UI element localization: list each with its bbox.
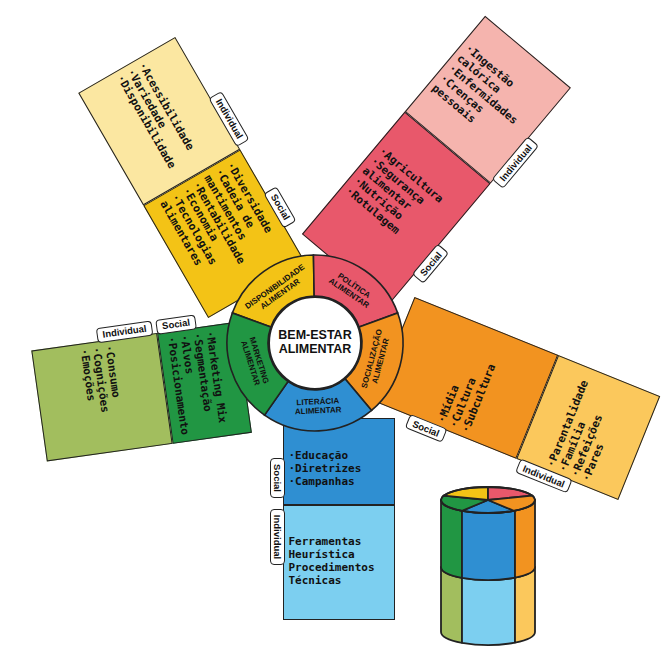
list-item: Ferramentas <box>289 536 362 549</box>
individual-panel: FerramentasHeurísticaProcedimentosTécnic… <box>283 505 395 620</box>
list-item: Heurística <box>289 549 355 562</box>
cylinder-face <box>441 500 462 578</box>
list-item: ·Educação <box>289 450 349 463</box>
individual-panel: ·Consumo·Cognições·Emoções <box>31 333 172 462</box>
tab-label: Social <box>272 464 282 492</box>
list-item: Técnicas <box>289 575 342 588</box>
side-tab: Social <box>270 458 285 498</box>
list-item: ·Diretrizes <box>289 463 362 476</box>
panel-text-block: FerramentasHeurísticaProcedimentosTécnic… <box>286 508 392 617</box>
cylinder-face <box>462 578 515 645</box>
tab-label: Individual <box>272 515 282 559</box>
cylinder-body <box>441 487 535 645</box>
panel-text-block: ·Consumo·Cognições·Emoções <box>35 336 170 458</box>
panel-text-block: ·Educação·Diretrizes·Campanhas <box>286 438 392 502</box>
cylinder-face <box>515 500 535 578</box>
cylinder-face <box>441 567 462 643</box>
center-circle: BEM-ESTAR ALIMENTAR <box>268 296 362 390</box>
cylinder-face <box>515 567 535 643</box>
cylinder-top <box>488 496 535 511</box>
list-item: ·Campanhas <box>289 476 355 489</box>
cylinder-face <box>462 511 515 580</box>
side-tab: Individual <box>270 509 285 565</box>
panel-text-block: ·Marketing Mix·Segmentação·Alvos·Posicio… <box>161 327 232 440</box>
social-panel: ·Educação·Diretrizes·Campanhas <box>283 418 395 505</box>
tab-label: Social <box>162 318 191 331</box>
center-title: BEM-ESTAR ALIMENTAR <box>275 329 355 357</box>
segment-label: LITERÁCIA ALIMENTAR <box>294 397 341 417</box>
list-item: Procedimentos <box>289 562 375 575</box>
cylinder-rim <box>441 487 535 513</box>
